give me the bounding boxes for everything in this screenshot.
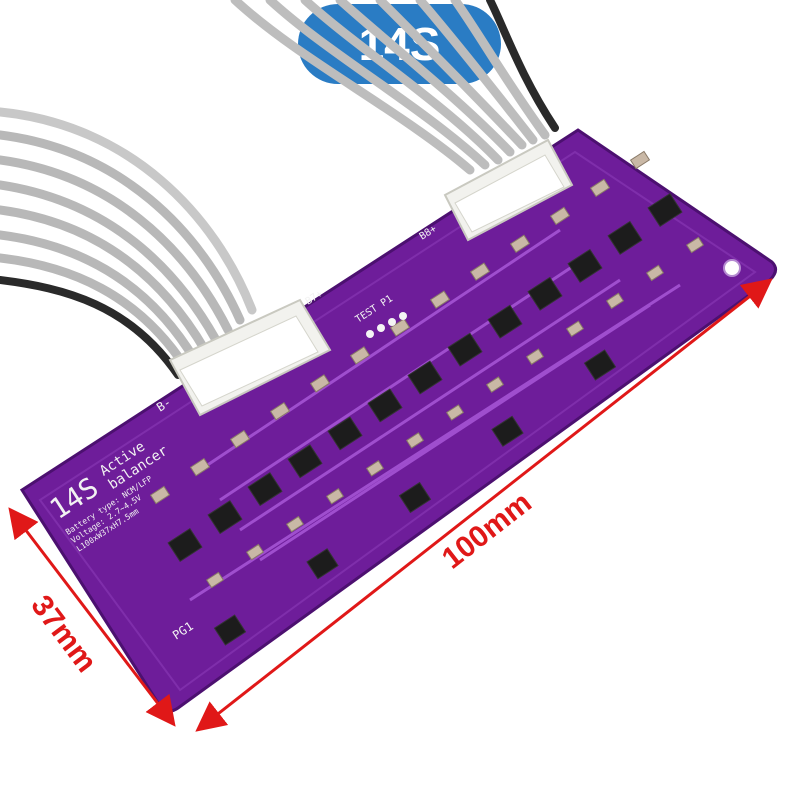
smd-resistor <box>645 264 665 282</box>
mosfet-chip <box>647 193 683 227</box>
ribbon-cables <box>0 0 559 379</box>
smd-capacitor <box>549 206 571 226</box>
smd-capacitor <box>589 178 611 198</box>
width-label: 37mm <box>24 589 103 678</box>
mosfet-chip <box>567 248 603 283</box>
smd-capacitor <box>629 150 651 170</box>
smd-resistor <box>685 236 705 254</box>
smd-capacitor <box>149 485 171 505</box>
smd-capacitor <box>469 262 491 281</box>
smd-capacitor <box>509 234 531 253</box>
connector-right <box>443 138 574 242</box>
mosfet-chip <box>607 220 643 255</box>
label-b-minus: B- <box>154 395 174 415</box>
